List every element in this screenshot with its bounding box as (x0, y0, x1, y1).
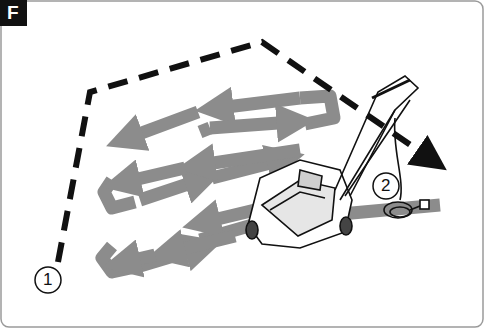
lawn-mower (246, 76, 429, 248)
panel-letter: F (7, 3, 19, 23)
callout-circle (35, 267, 61, 293)
callout-number: 2 (381, 176, 390, 196)
travel-path (58, 42, 432, 262)
callout-number: 1 (43, 270, 52, 290)
panel-tag (0, 0, 27, 26)
callout-circle (373, 173, 399, 199)
